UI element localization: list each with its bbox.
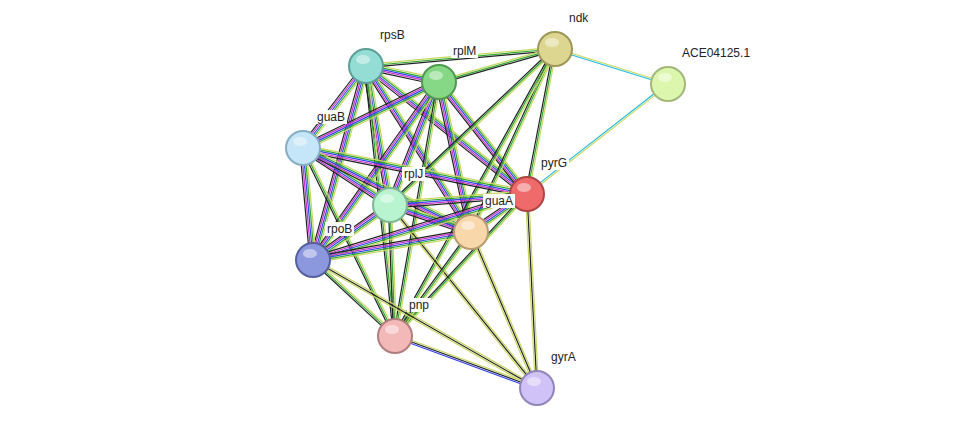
evidence-line — [327, 270, 521, 381]
node-label: pyrG — [539, 156, 569, 170]
evidence-line — [305, 165, 312, 243]
node-highlight — [293, 137, 307, 146]
evidence-line — [382, 73, 422, 82]
evidence-line — [450, 95, 517, 180]
evidence-line — [408, 208, 517, 325]
evidence-line — [540, 94, 654, 183]
node-label: gyrA — [549, 350, 578, 364]
protein-node: ndk — [537, 31, 573, 67]
protein-node: gyrA — [519, 370, 555, 406]
node-label: pnp — [407, 298, 431, 312]
evidence-line — [528, 211, 536, 371]
protein-node: rplM — [421, 64, 457, 100]
protein-node: rpsB — [348, 48, 384, 84]
evidence-line — [317, 159, 455, 228]
node-highlight — [461, 221, 475, 230]
evidence-line — [541, 95, 655, 184]
node-label: rpsB — [378, 28, 407, 42]
interaction-edge — [401, 60, 543, 195]
evidence-line — [480, 65, 550, 217]
node-highlight — [385, 325, 399, 334]
protein-node: ACE04125.1 — [650, 66, 686, 102]
evidence-line — [407, 207, 516, 324]
evidence-line — [479, 247, 532, 372]
protein-node: rplJ — [372, 187, 408, 223]
node-highlight — [527, 377, 541, 386]
evidence-line — [403, 64, 546, 321]
interaction-edge — [571, 53, 652, 79]
evidence-line — [526, 211, 534, 371]
evidence-line — [330, 233, 455, 255]
node-label: rplM — [451, 44, 478, 58]
node-label: ACE04125.1 — [680, 46, 752, 60]
interaction-edge — [405, 205, 516, 324]
evidence-line — [571, 55, 652, 80]
node-label: guaB — [315, 110, 347, 124]
evidence-line — [330, 235, 455, 257]
node-label: rplJ — [402, 167, 425, 181]
evidence-line — [330, 238, 455, 260]
evidence-line — [330, 237, 455, 259]
evidence-line — [405, 246, 461, 323]
interaction-edge — [477, 64, 550, 217]
evidence-line — [572, 53, 653, 78]
interaction-edge — [540, 94, 655, 184]
interaction-edge — [324, 270, 383, 325]
evidence-line — [318, 156, 456, 225]
evidence-line — [329, 267, 523, 378]
interaction-edge — [526, 211, 537, 371]
evidence-line — [326, 272, 383, 325]
node-highlight — [356, 55, 370, 64]
evidence-line — [402, 63, 545, 320]
interaction-edge — [476, 247, 532, 373]
evidence-line — [478, 248, 531, 373]
interaction-edge — [329, 232, 455, 260]
interaction-edge — [301, 165, 314, 244]
interaction-edge — [327, 267, 523, 381]
node-highlight — [303, 249, 317, 258]
node-highlight — [658, 73, 672, 82]
evidence-line — [476, 248, 529, 373]
evidence-line — [382, 71, 422, 80]
node-highlight — [429, 71, 443, 80]
protein-node: guaA — [453, 214, 489, 250]
node-label: ndk — [567, 11, 590, 25]
evidence-line — [410, 343, 520, 383]
evidence-line — [405, 65, 548, 322]
protein-node: rpoB — [295, 242, 331, 278]
node-label: guaA — [483, 194, 515, 208]
evidence-line — [328, 268, 522, 379]
node-highlight — [545, 38, 559, 47]
evidence-line — [301, 165, 308, 243]
evidence-line — [303, 165, 310, 243]
interaction-edge — [404, 245, 463, 323]
node-highlight — [380, 194, 394, 203]
evidence-line — [319, 154, 457, 223]
evidence-line — [405, 205, 514, 322]
evidence-line — [478, 65, 548, 217]
evidence-line — [401, 60, 541, 193]
node-label: rpoB — [325, 222, 354, 236]
evidence-line — [412, 340, 522, 380]
evidence-line — [404, 245, 460, 321]
protein-node: guaB — [285, 130, 321, 166]
evidence-line — [406, 247, 462, 324]
evidence-line — [330, 201, 512, 257]
node-highlight — [517, 183, 531, 192]
protein-node: pnp — [377, 318, 413, 354]
evidence-line — [411, 342, 521, 382]
evidence-line — [330, 202, 512, 258]
interaction-edge — [410, 340, 521, 383]
interaction-edge — [402, 63, 548, 322]
